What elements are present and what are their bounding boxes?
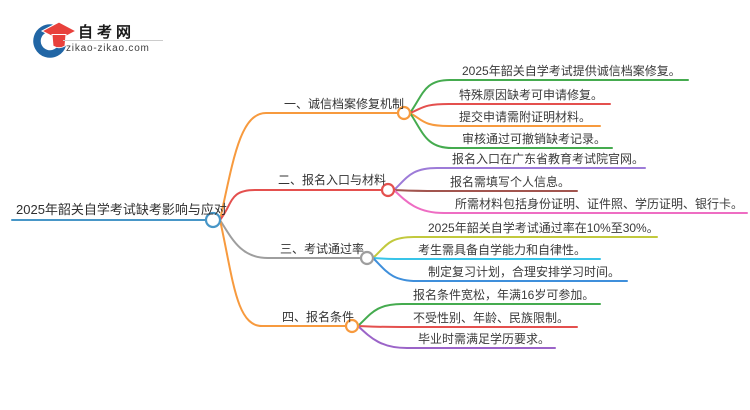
node-handle[interactable] bbox=[359, 250, 375, 266]
connector-line bbox=[372, 257, 628, 282]
branch-2-title[interactable]: 二、报名入口与材料 bbox=[278, 173, 387, 187]
branch-1-child-3[interactable]: 提交申请需附证明材料。 bbox=[459, 110, 592, 124]
branch-4-title[interactable]: 四、报名条件 bbox=[282, 310, 355, 324]
connector-line bbox=[219, 219, 346, 327]
connector-line bbox=[393, 189, 748, 214]
connector-line bbox=[219, 189, 382, 221]
connector-line bbox=[409, 112, 613, 149]
branch-3-child-2[interactable]: 考生需具备自学能力和自律性。 bbox=[418, 243, 587, 257]
connector-line bbox=[409, 79, 689, 114]
branch-3-title[interactable]: 三、考试通过率 bbox=[280, 242, 365, 256]
connector-line bbox=[393, 167, 646, 191]
connector-line bbox=[219, 112, 398, 221]
branch-1-child-4[interactable]: 审核通过可撤销缺考记录。 bbox=[462, 132, 607, 146]
connector-line bbox=[409, 103, 611, 114]
branch-4-child-2[interactable]: 不受性别、年龄、民族限制。 bbox=[413, 311, 570, 325]
branch-1-child-2[interactable]: 特殊原因缺考可申请修复。 bbox=[459, 88, 604, 102]
branch-2-child-2[interactable]: 报名需填写个人信息。 bbox=[450, 175, 571, 189]
connector-line bbox=[393, 189, 578, 192]
node-handle[interactable] bbox=[380, 182, 396, 198]
root-node[interactable]: 2025年韶关自学考试缺考影响与应对 bbox=[16, 202, 227, 217]
branch-2-child-3[interactable]: 所需材料包括身份证明、证件照、学历证明、银行卡。 bbox=[455, 197, 744, 211]
branch-3-child-1[interactable]: 2025年韶关自学考试通过率在10%至30%。 bbox=[428, 221, 659, 235]
logo-divider bbox=[63, 40, 163, 41]
branch-1-child-1[interactable]: 2025年韶关自学考试提供诚信档案修复。 bbox=[462, 64, 681, 78]
site-logo[interactable]: 自考网 zikao-zikao.com bbox=[30, 16, 170, 58]
branch-3-child-3[interactable]: 制定复习计划，合理安排学习时间。 bbox=[428, 265, 621, 279]
node-handle[interactable] bbox=[204, 211, 222, 229]
branch-4-child-1[interactable]: 报名条件宽松，年满16岁可参加。 bbox=[413, 288, 595, 302]
logo-title: 自考网 bbox=[78, 24, 136, 41]
branch-2-child-1[interactable]: 报名入口在广东省教育考试院官网。 bbox=[452, 152, 645, 166]
graduation-cap-icon bbox=[33, 21, 77, 58]
connector-line bbox=[357, 303, 601, 327]
connector-line bbox=[372, 236, 658, 259]
node-handle[interactable] bbox=[396, 105, 412, 121]
connector-line bbox=[357, 325, 578, 328]
connector-line bbox=[409, 112, 601, 127]
branch-4-child-3[interactable]: 毕业时需满足学历要求。 bbox=[418, 332, 551, 346]
branch-1-title[interactable]: 一、诚信档案修复机制 bbox=[284, 97, 405, 111]
connector-line bbox=[372, 257, 601, 260]
logo-domain: zikao-zikao.com bbox=[66, 43, 150, 54]
connector-line bbox=[357, 325, 556, 349]
connector-line bbox=[219, 219, 361, 259]
node-handle[interactable] bbox=[344, 318, 360, 334]
